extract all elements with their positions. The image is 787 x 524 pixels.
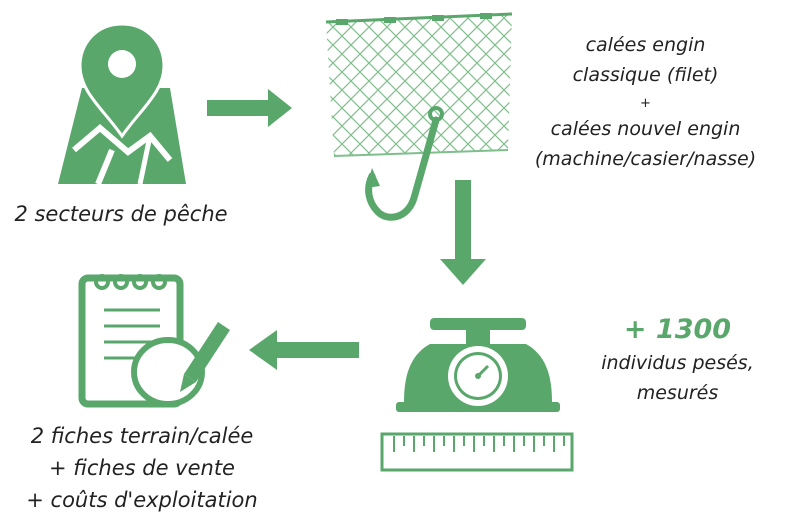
notepad-pen-icon <box>78 274 230 408</box>
forms-caption-line-1: 2 fiches terrain/calée <box>30 424 254 448</box>
location-caption: 2 secteurs de pêche <box>14 202 228 226</box>
scale-and-ruler-icon <box>380 318 574 472</box>
gear-caption-plus: + <box>640 96 651 111</box>
weighing-count: + 1300 <box>623 314 732 345</box>
arrow-left <box>249 330 359 370</box>
weighing-caption-line-2: mesurés <box>636 382 719 404</box>
forms-caption: 2 fiches terrain/calée + fiches de vente… <box>0 420 284 516</box>
forms-caption-line-2: + fiches de vente <box>49 456 235 480</box>
weighing-caption: + 1300 individus pesés, mesurés <box>568 314 787 408</box>
gear-caption-line-2: classique (filet) <box>572 64 719 86</box>
gear-caption-line-1: calées engin <box>585 34 706 56</box>
fishing-net-hook-icon <box>325 12 513 221</box>
weighing-caption-line-1: individus pesés, <box>601 352 754 374</box>
arrow-right <box>207 89 292 127</box>
arrow-down <box>440 180 486 285</box>
gear-caption: calées engin classique (filet) + calées … <box>504 30 787 174</box>
gear-caption-line-4: (machine/casier/nasse) <box>534 148 757 170</box>
forms-caption-line-3: + coûts d'exploitation <box>26 488 258 512</box>
gear-caption-line-3: calées nouvel engin <box>550 118 741 140</box>
map-pin-icon <box>58 22 186 186</box>
